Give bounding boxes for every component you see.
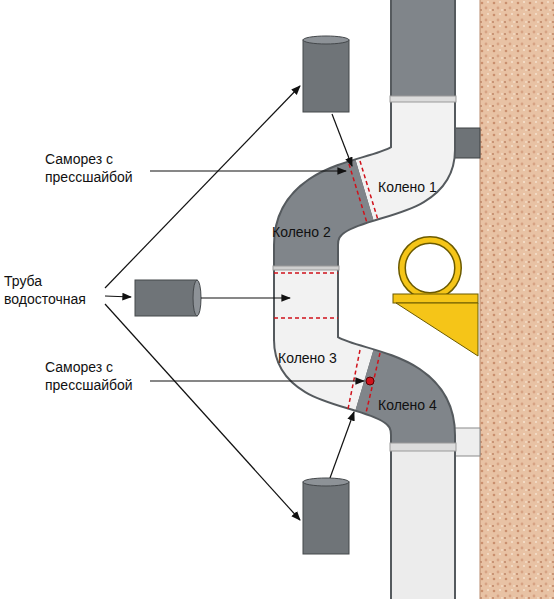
- gutter-bracket: [396, 303, 478, 356]
- gutter-plate: [393, 294, 478, 303]
- pipe-piece-end: [193, 280, 201, 316]
- leader-line: [150, 170, 346, 171]
- leader-line: [105, 296, 131, 297]
- callout-label: Труба водосточная: [4, 272, 99, 308]
- screw-line: [274, 272, 338, 274]
- part-label: Колено 4: [378, 396, 437, 414]
- pipe-piece-bottom: [303, 478, 349, 554]
- pipe-piece-middle: [135, 280, 201, 316]
- screw-line: [366, 353, 380, 413]
- gutter: [402, 240, 458, 296]
- pipe-piece-end: [303, 36, 349, 44]
- sleeve-band: [390, 96, 456, 102]
- screw-line: [348, 350, 360, 409]
- wall-edge: [480, 0, 481, 599]
- sleeve-band: [390, 443, 456, 451]
- wall: [480, 0, 554, 599]
- pipe-piece: [135, 280, 197, 316]
- leader-line: [332, 114, 352, 166]
- pipe-piece-end: [303, 478, 349, 486]
- pipe-piece: [303, 40, 349, 112]
- screw-line: [349, 164, 367, 223]
- callout-label: Саморез с прессшайбой: [45, 150, 155, 186]
- pipe-piece: [303, 482, 349, 554]
- gutter-outline: [402, 240, 458, 296]
- downpipe-lower: [392, 445, 454, 599]
- elbow-1: [365, 100, 424, 190]
- part-label: Колено 2: [272, 223, 331, 241]
- leader-line: [105, 86, 300, 288]
- pipe-bracket: [452, 128, 480, 158]
- downpipe-upper: [392, 0, 454, 100]
- pipe-piece-top: [303, 36, 349, 112]
- sleeve-band: [273, 266, 339, 270]
- leader-line: [201, 297, 290, 298]
- callout-label: Саморез с прессшайбой: [45, 358, 155, 394]
- part-label: Колено 1: [378, 178, 437, 196]
- screw-line: [274, 317, 338, 319]
- screw-dot: [366, 377, 374, 385]
- part-label: Колено 3: [278, 349, 337, 367]
- leader-line: [330, 412, 354, 478]
- leader-line: [150, 380, 364, 381]
- leader-line: [105, 304, 300, 520]
- pipe-bracket: [452, 428, 480, 456]
